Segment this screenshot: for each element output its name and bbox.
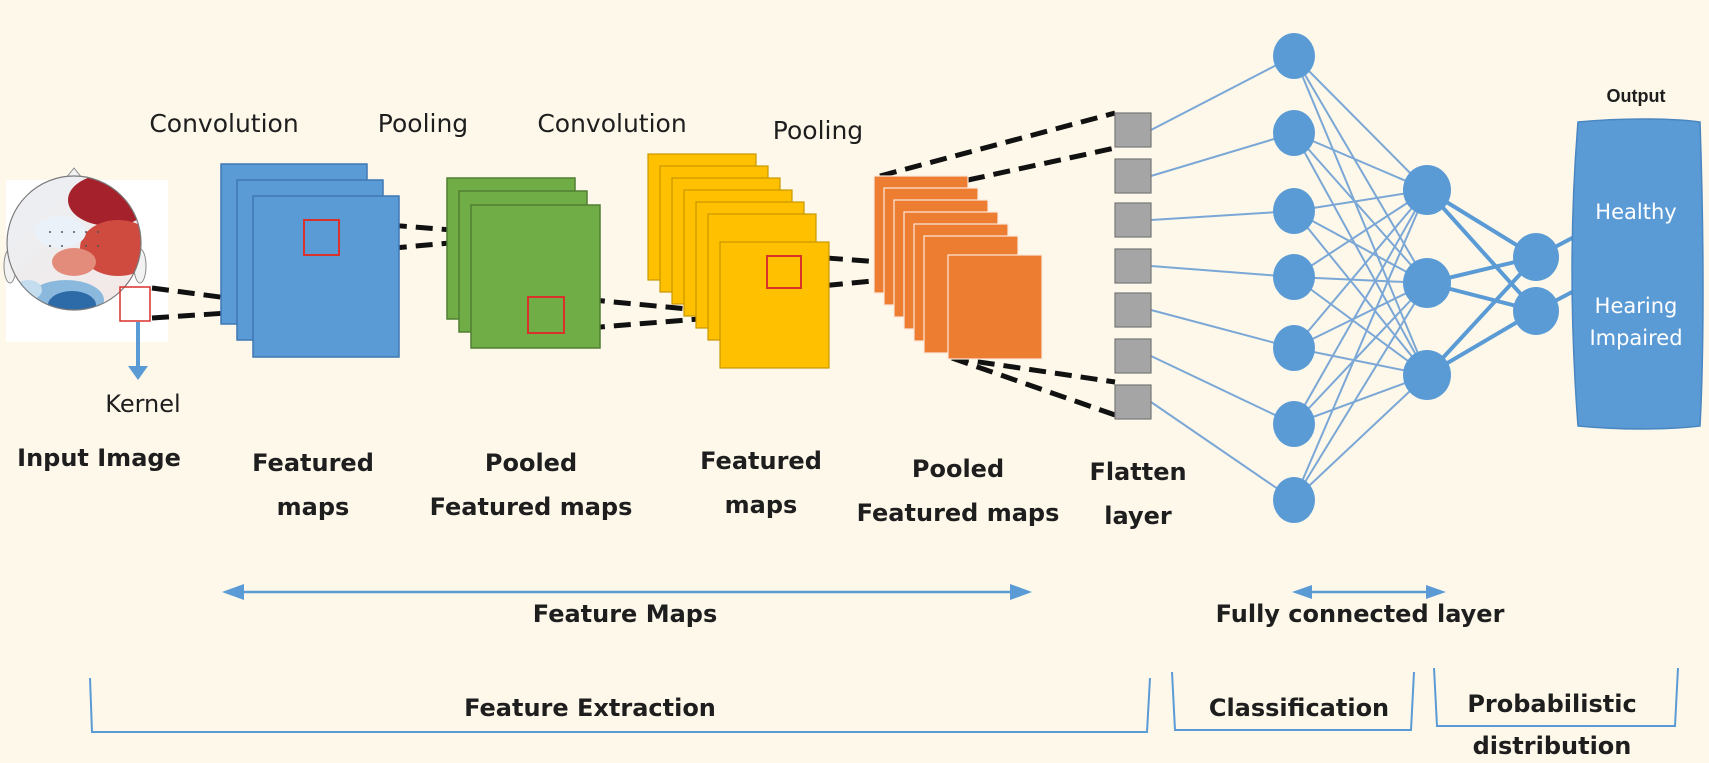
flatten-connection — [1150, 210, 1295, 221]
fc-connection — [1293, 189, 1428, 501]
fc-connection — [1293, 210, 1428, 284]
flatten-unit — [1114, 158, 1152, 194]
output-class-hearing-impaired-line2: Impaired — [1589, 326, 1682, 350]
hidden1-neuron — [1273, 188, 1315, 234]
output-neuron — [1513, 233, 1559, 281]
conv2-kernel-window — [766, 255, 802, 289]
fc-connection — [1293, 189, 1428, 278]
fc-connection — [1293, 132, 1428, 284]
fc-connection — [1293, 282, 1428, 501]
probabilistic-bracket — [1433, 667, 1679, 727]
fc-connection — [1293, 55, 1428, 191]
output-class-hearing-impaired-line1: Hearing — [1595, 294, 1678, 318]
fully-connected-arrow — [1292, 585, 1446, 599]
output-title: Output — [1607, 86, 1666, 106]
feature-extraction-label: Feature Extraction — [464, 694, 716, 722]
pooled-featured-maps-1-line1: Pooled — [485, 449, 577, 477]
fc-connection — [1293, 189, 1428, 425]
layer-label-pooling-1: Pooling — [378, 109, 468, 138]
featured-maps-2-line1: Featured — [700, 447, 822, 475]
feature-extraction-bracket — [89, 677, 1151, 733]
featured-maps-1-line2: maps — [277, 493, 350, 521]
hidden1-neuron — [1273, 110, 1315, 156]
pooled-map — [470, 204, 601, 349]
hidden1-neuron — [1273, 33, 1315, 79]
fc-connection — [1293, 282, 1428, 349]
input-kernel-window — [119, 286, 151, 322]
flatten-layer-line1: Flatten — [1089, 458, 1186, 486]
flatten-unit — [1114, 384, 1152, 420]
pooled1-kernel-window — [527, 296, 565, 334]
feature-maps-span-label: Feature Maps — [533, 600, 717, 628]
layer-label-pooling-2: Pooling — [773, 116, 863, 145]
conv1-feature-maps — [220, 163, 400, 358]
hidden1-neuron — [1273, 254, 1315, 300]
fc-connection — [1293, 55, 1428, 284]
output-connection — [1425, 255, 1538, 377]
hidden2-neuron — [1403, 165, 1451, 215]
featured-maps-2-line2: maps — [725, 491, 798, 519]
kernel-arrow — [128, 322, 148, 380]
hidden1-neuron — [1273, 401, 1315, 447]
fully-connected-span-label: Fully connected layer — [1216, 600, 1505, 628]
flatten-layer-line2: layer — [1104, 502, 1172, 530]
flatten-connection — [1150, 265, 1295, 278]
flatten-connection — [1150, 401, 1295, 501]
fc-connection — [1293, 55, 1428, 376]
fc-connections — [1150, 55, 1428, 501]
fc-connection — [1293, 132, 1428, 376]
feature-maps-arrow — [222, 584, 1032, 600]
flatten-connection — [1150, 355, 1295, 425]
hidden2-neuron — [1403, 350, 1451, 400]
input-topomap-image — [3, 167, 168, 342]
layer-label-convolution-2: Convolution — [537, 109, 686, 138]
section-brackets — [89, 667, 1679, 733]
flatten-unit — [1114, 292, 1152, 328]
feature-map — [252, 195, 400, 358]
flatten-unit — [1114, 202, 1152, 238]
flatten-unit — [1114, 248, 1152, 284]
neurons — [1273, 33, 1559, 523]
hidden2-neuron — [1403, 258, 1451, 308]
kernel-label: Kernel — [105, 390, 180, 418]
pooled1-feature-maps — [446, 177, 601, 349]
fc-connection — [1293, 210, 1428, 376]
input-image-label: Input Image — [17, 444, 181, 472]
flatten-connection — [1150, 132, 1295, 177]
pooled-featured-maps-1-line2: Featured maps — [430, 493, 633, 521]
layer-label-convolution-1: Convolution — [149, 109, 298, 138]
classification-bracket — [1171, 671, 1415, 731]
flatten-unit — [1114, 112, 1152, 148]
conv2-feature-maps — [647, 153, 830, 369]
pooled-featured-maps-2-line2: Featured maps — [857, 499, 1060, 527]
probabilistic-label-line2: distribution — [1473, 732, 1632, 760]
fc-connection — [1293, 374, 1428, 501]
fc-connection — [1293, 282, 1428, 425]
pooled-map — [947, 254, 1043, 360]
output-neuron — [1513, 287, 1559, 335]
flatten-layer — [1114, 112, 1152, 420]
probabilistic-label-line1: Probabilistic — [1467, 690, 1636, 718]
output-box — [1571, 118, 1704, 430]
output-connection — [1425, 188, 1538, 313]
fc-connection — [1293, 276, 1428, 376]
fc-connection — [1293, 189, 1428, 349]
flatten-unit — [1114, 338, 1152, 374]
feature-map — [719, 241, 830, 369]
featured-maps-1-line1: Featured — [252, 449, 374, 477]
conv1-kernel-window — [303, 219, 340, 256]
head-outline — [6, 175, 142, 311]
output-class-healthy: Healthy — [1595, 200, 1676, 224]
pooled-featured-maps-2-line1: Pooled — [912, 455, 1004, 483]
hidden1-neuron — [1273, 477, 1315, 523]
classification-label: Classification — [1209, 694, 1389, 722]
hidden1-neuron — [1273, 325, 1315, 371]
flatten-connection — [1150, 55, 1295, 131]
pooled2-feature-maps — [873, 175, 1043, 360]
flatten-connection — [1150, 309, 1295, 349]
